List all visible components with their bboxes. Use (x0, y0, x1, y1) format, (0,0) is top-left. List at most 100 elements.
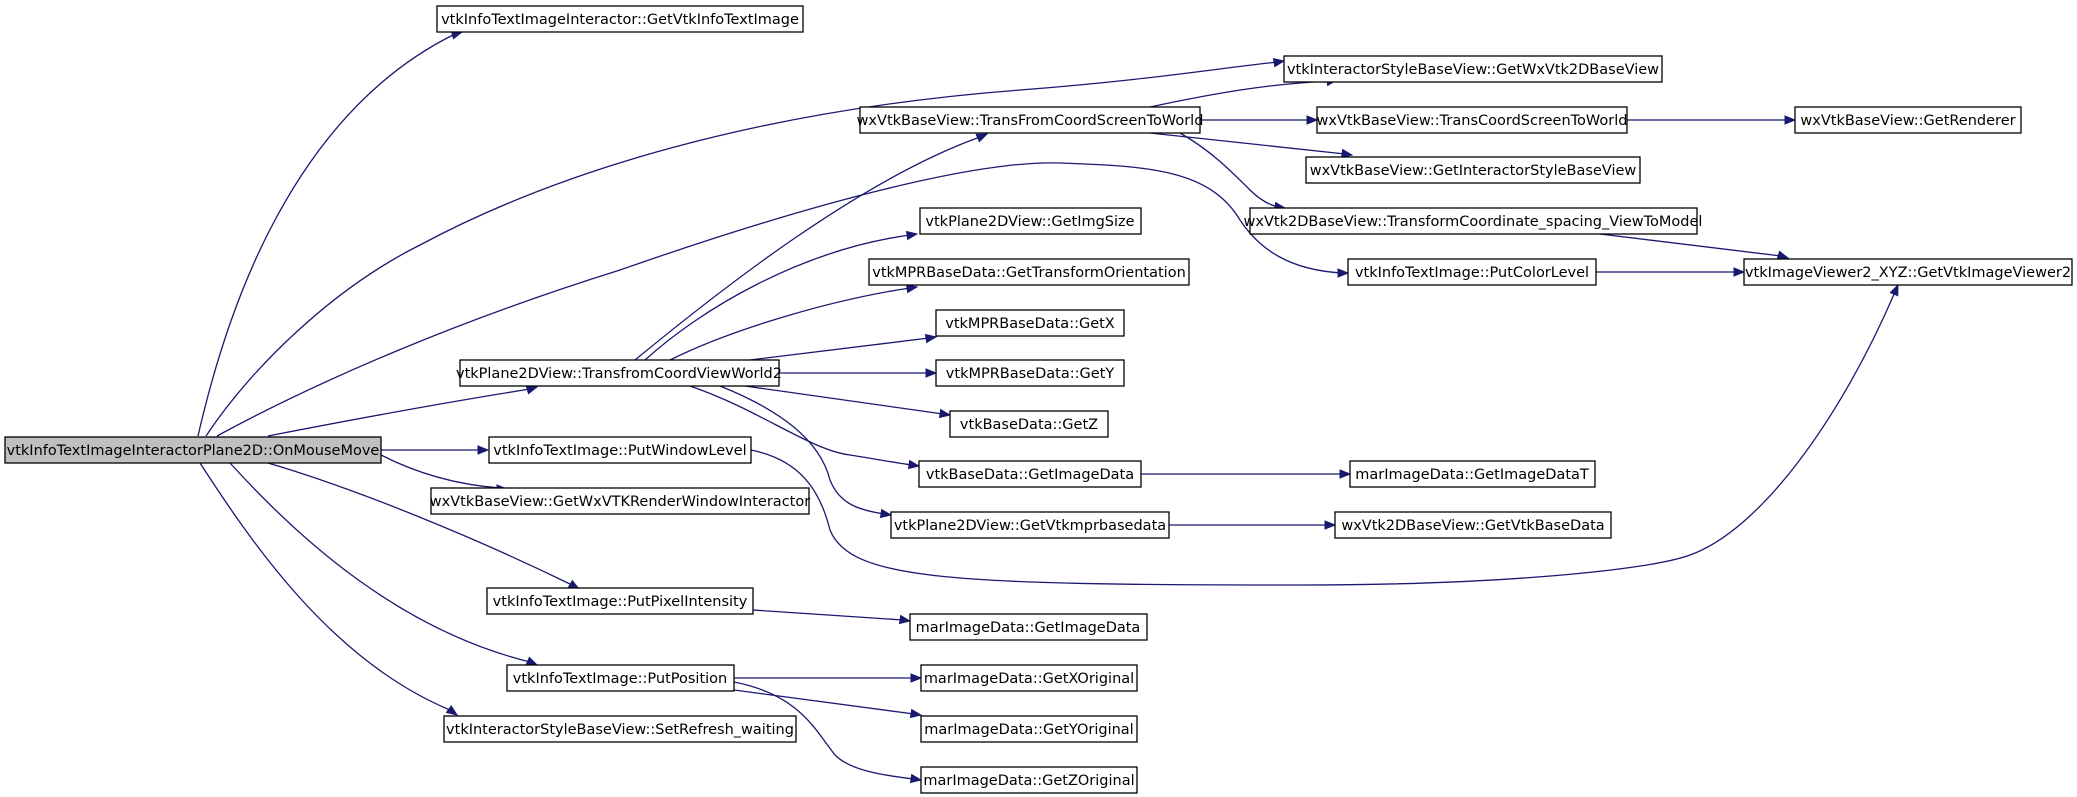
call-edge-line (719, 385, 885, 515)
node-get-x[interactable]: vtkMPRBaseData::GetX (935, 309, 1125, 337)
node-get-vtk-base-data[interactable]: wxVtk2DBaseView::GetVtkBaseData (1334, 511, 1612, 539)
node-put-color-level[interactable]: vtkInfoTextImage::PutColorLevel (1347, 258, 1597, 286)
node-set-refresh-waiting[interactable]: vtkInteractorStyleBaseView::SetRefresh_w… (443, 715, 797, 743)
call-edge-line (229, 462, 531, 663)
call-edge-arrow (734, 673, 923, 683)
node-transfrom-coord-view-world2[interactable]: vtkPlane2DView::TransfromCoordViewWorld2 (456, 359, 782, 387)
node-get-img-size[interactable]: vtkPlane2DView::GetImgSize (919, 207, 1142, 235)
arrowhead-icon (905, 283, 919, 294)
node-get-renderer[interactable]: wxVtkBaseView::GetRenderer (1794, 106, 2022, 134)
node-get-wx-vtk-2d-base-view[interactable]: vtkInteractorStyleBaseView::GetWxVtk2DBa… (1283, 55, 1663, 83)
arrowhead-icon (1337, 268, 1350, 278)
arrowhead-icon (525, 385, 539, 395)
node-put-pixel-intensity[interactable]: vtkInfoTextImage::PutPixelIntensity (486, 587, 754, 615)
node-label: vtkPlane2DView::TransfromCoordViewWorld2 (456, 366, 782, 382)
arrowhead-icon (1889, 283, 1899, 297)
call-edge-line (1179, 132, 1279, 208)
node-get-interactor-style-base-view[interactable]: wxVtkBaseView::GetInteractorStyleBaseVie… (1305, 156, 1641, 184)
call-edge-arrow (197, 30, 464, 437)
node-get-z-original[interactable]: marImageData::GetZOriginal (920, 766, 1138, 794)
arrowhead-icon (907, 459, 921, 470)
call-edge-line (380, 454, 501, 489)
node-label: wxVtk2DBaseView::GetVtkBaseData (1341, 518, 1604, 534)
arrowhead-icon (445, 705, 459, 716)
node-trans-from-coord-screen-to-world[interactable]: wxVtkBaseView::TransFromCoordScreenToWor… (857, 106, 1204, 134)
call-edge-line (733, 681, 915, 780)
call-edge-arrow (733, 681, 923, 784)
call-edge-arrow (1200, 115, 1319, 125)
call-edge-arrow (689, 385, 921, 470)
node-get-z[interactable]: vtkBaseData::GetZ (949, 410, 1109, 438)
node-label: vtkInfoTextImage::PutColorLevel (1355, 265, 1589, 281)
arrowhead-icon (910, 673, 923, 683)
arrowhead-icon (1340, 148, 1354, 159)
call-edge-line (216, 162, 1343, 437)
call-edge-arrow (205, 58, 1286, 437)
node-label: vtkBaseData::GetZ (960, 417, 1098, 433)
call-edge-arrow (644, 230, 919, 361)
call-edge-arrow (381, 445, 490, 455)
node-get-vtk-image-viewer2[interactable]: vtkImageViewer2_XYZ::GetVtkImageViewer2 (1743, 258, 2073, 286)
call-edges (197, 30, 1899, 784)
node-get-vtk-info-text-image[interactable]: vtkInfoTextImageInteractor::GetVtkInfoTe… (436, 5, 804, 33)
call-edge-line (733, 689, 915, 715)
arrowhead-icon (925, 368, 938, 378)
call-edge-arrow (669, 283, 919, 361)
arrowhead-icon (905, 230, 919, 241)
node-label: vtkPlane2DView::GetVtkmprbasedata (894, 518, 1166, 534)
node-label: vtkInfoTextImageInteractorPlane2D::OnMou… (7, 443, 380, 459)
node-put-position[interactable]: vtkInfoTextImage::PutPosition (506, 664, 735, 692)
call-edge-arrow (1599, 233, 1790, 260)
node-label: wxVtkBaseView::TransFromCoordScreenToWor… (857, 113, 1204, 129)
node-get-x-original[interactable]: marImageData::GetXOriginal (920, 664, 1138, 692)
node-get-vtkmprbasedata[interactable]: vtkPlane2DView::GetVtkmprbasedata (890, 511, 1170, 539)
node-label: vtkMPRBaseData::GetTransformOrientation (872, 265, 1186, 281)
call-edge-arrow (779, 368, 938, 378)
arrowhead-icon (1776, 250, 1790, 260)
node-get-image-data-t[interactable]: marImageData::GetImageDataT (1349, 460, 1596, 488)
call-edge-line (205, 61, 1279, 437)
node-label: marImageData::GetYOriginal (924, 722, 1133, 738)
call-edge-line (1149, 132, 1346, 155)
call-edge-line (752, 609, 904, 621)
node-label: marImageData::GetImageDataT (1355, 467, 1589, 483)
node-label: vtkInteractorStyleBaseView::SetRefresh_w… (446, 722, 794, 738)
call-edge-arrow (1149, 132, 1354, 159)
arrowhead-icon (1733, 267, 1746, 277)
node-get-image-data-mar[interactable]: marImageData::GetImageData (909, 613, 1148, 641)
node-get-y[interactable]: vtkMPRBaseData::GetY (935, 359, 1125, 387)
node-get-image-data-base[interactable]: vtkBaseData::GetImageData (918, 460, 1142, 488)
arrowhead-icon (477, 445, 490, 455)
call-edge-arrow (1179, 132, 1287, 212)
call-edge-line (1599, 233, 1782, 257)
call-edge-line (744, 385, 944, 415)
arrowhead-icon (1306, 115, 1319, 125)
node-label: vtkInfoTextImage::PutPixelIntensity (493, 594, 748, 610)
node-label: vtkImageViewer2_XYZ::GetVtkImageViewer2 (1745, 265, 2071, 281)
node-get-wx-vtk-render-window-interactor[interactable]: wxVtkBaseView::GetWxVTKRenderWindowInter… (430, 487, 810, 515)
node-put-window-level[interactable]: vtkInfoTextImage::PutWindowLevel (488, 436, 752, 464)
node-get-y-original[interactable]: marImageData::GetYOriginal (920, 715, 1138, 743)
node-label: wxVtkBaseView::GetWxVTKRenderWindowInter… (430, 494, 810, 510)
node-label: vtkMPRBaseData::GetX (945, 316, 1115, 332)
node-label: marImageData::GetXOriginal (924, 671, 1134, 687)
node-label: wxVtkBaseView::TransCoordScreenToWorld (1317, 113, 1628, 129)
arrowhead-icon (1339, 469, 1352, 479)
arrowhead-icon (1324, 520, 1337, 530)
node-transform-coordinate-spacing[interactable]: wxVtk2DBaseView::TransformCoordinate_spa… (1244, 207, 1703, 235)
node-label: wxVtkBaseView::GetInteractorStyleBaseVie… (1310, 163, 1637, 179)
arrowhead-icon (938, 408, 952, 419)
call-edge-line (644, 234, 911, 361)
node-trans-coord-screen-to-world[interactable]: wxVtkBaseView::TransCoordScreenToWorld (1316, 106, 1628, 134)
node-label: wxVtkBaseView::GetRenderer (1800, 113, 2015, 129)
call-edge-arrow (634, 133, 989, 361)
call-edge-line (634, 136, 981, 361)
node-get-transform-orientation[interactable]: vtkMPRBaseData::GetTransformOrientation (868, 258, 1190, 286)
node-label: vtkInteractorStyleBaseView::GetWxVtk2DBa… (1287, 62, 1659, 78)
node-label: marImageData::GetZOriginal (923, 773, 1134, 789)
call-edge-line (689, 385, 913, 466)
node-root-on-mouse-move[interactable]: vtkInfoTextImageInteractorPlane2D::OnMou… (4, 436, 382, 464)
call-edge-arrow (752, 609, 912, 625)
arrowhead-icon (1272, 58, 1286, 68)
